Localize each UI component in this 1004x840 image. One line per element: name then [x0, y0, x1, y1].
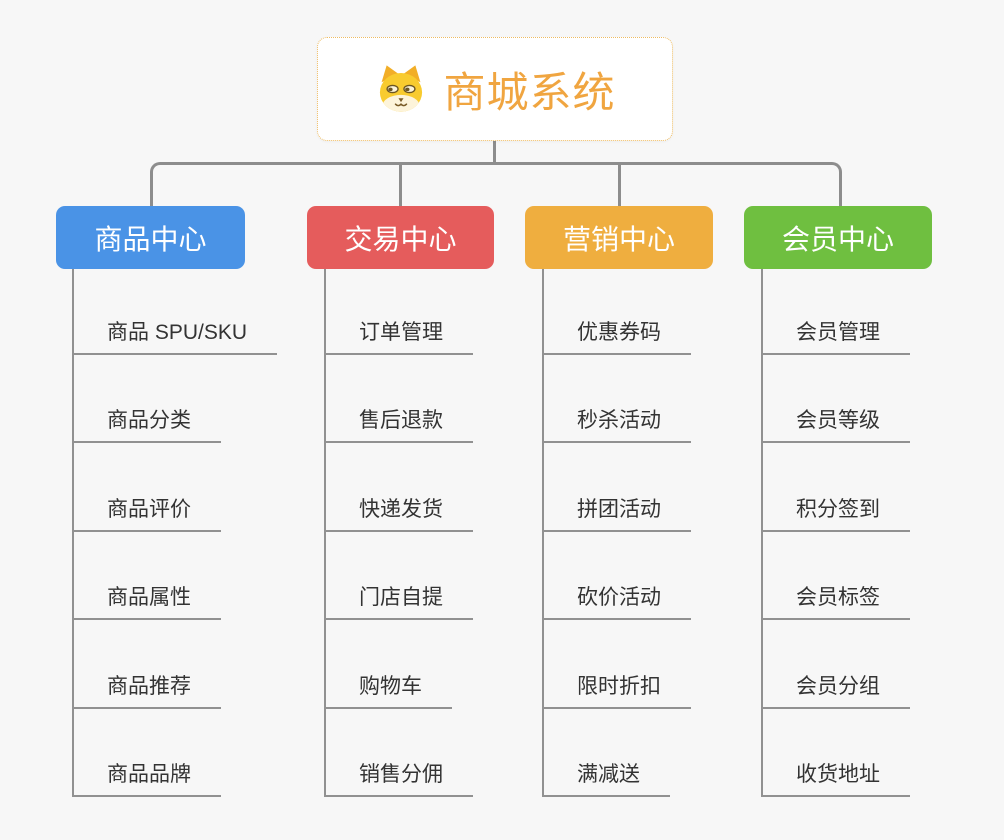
connector-drop-marketing [618, 164, 621, 206]
branch-marketing-center[interactable]: 营销中心 [525, 206, 713, 269]
root-node[interactable]: 商城系统 [317, 37, 673, 141]
connector-drop-trade [399, 164, 402, 206]
dog-icon [374, 62, 428, 116]
leaf-item[interactable]: 限时折扣 [544, 670, 691, 709]
root-title: 商城系统 [443, 68, 616, 116]
connector-top-bar [150, 162, 842, 209]
leaf-item[interactable]: 拼团活动 [544, 493, 691, 532]
branch-marketing-leaves: 优惠券码 秒杀活动 拼团活动 砍价活动 限时折扣 满减送 [542, 269, 691, 797]
leaf-item[interactable]: 优惠券码 [544, 316, 691, 355]
branch-member-center[interactable]: 会员中心 [744, 206, 932, 269]
branch-member-leaves: 会员管理 会员等级 积分签到 会员标签 会员分组 收货地址 [761, 269, 910, 797]
branch-trade-center[interactable]: 交易中心 [307, 206, 494, 269]
leaf-item[interactable]: 快递发货 [326, 493, 473, 532]
leaf-item[interactable]: 售后退款 [326, 404, 473, 443]
branch-product-leaves: 商品 SPU/SKU 商品分类 商品评价 商品属性 商品推荐 商品品牌 [72, 269, 278, 797]
leaf-item[interactable]: 秒杀活动 [544, 404, 691, 443]
leaf-item[interactable]: 会员标签 [763, 581, 910, 620]
leaf-item[interactable]: 收货地址 [763, 758, 910, 797]
leaf-item[interactable]: 会员等级 [763, 404, 910, 443]
leaf-item[interactable]: 购物车 [326, 670, 452, 709]
connector-root-stub [493, 140, 496, 165]
leaf-item[interactable]: 商品分类 [74, 404, 221, 443]
leaf-item[interactable]: 积分签到 [763, 493, 910, 532]
leaf-item[interactable]: 商品 SPU/SKU [74, 316, 278, 355]
leaf-item[interactable]: 砍价活动 [544, 581, 691, 620]
leaf-item[interactable]: 商品属性 [74, 581, 221, 620]
leaf-item[interactable]: 订单管理 [326, 316, 473, 355]
leaf-item[interactable]: 商品品牌 [74, 758, 221, 797]
leaf-item[interactable]: 会员分组 [763, 670, 910, 709]
leaf-item[interactable]: 满减送 [544, 758, 670, 797]
branch-product-center[interactable]: 商品中心 [56, 206, 245, 269]
leaf-item[interactable]: 销售分佣 [326, 758, 473, 797]
branch-trade-leaves: 订单管理 售后退款 快递发货 门店自提 购物车 销售分佣 [324, 269, 473, 797]
leaf-item[interactable]: 商品推荐 [74, 670, 221, 709]
leaf-item[interactable]: 会员管理 [763, 316, 910, 355]
leaf-item[interactable]: 商品评价 [74, 493, 221, 532]
leaf-item[interactable]: 门店自提 [326, 581, 473, 620]
